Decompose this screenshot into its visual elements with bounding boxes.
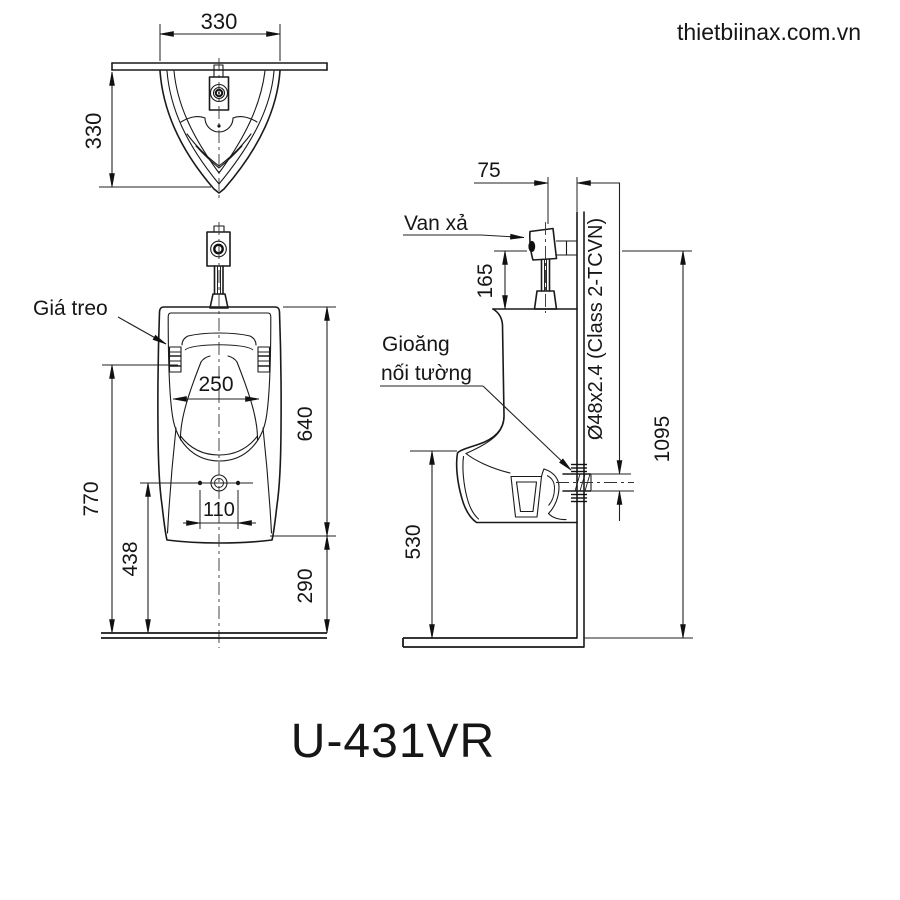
dim-inner-width: 250 xyxy=(198,373,233,396)
hanger-label: Giá treo xyxy=(33,297,108,320)
dim-body-height: 640 xyxy=(294,406,317,441)
dim-top-depth: 330 xyxy=(81,113,106,150)
side-view: 75 Van xả 165 Ø48x2.4 (Class 2-TCVN) Gio… xyxy=(380,159,693,648)
front-view: Giá treo 250 110 640 290 770 438 xyxy=(33,222,336,648)
gasket-label-line1: Gioăng xyxy=(382,333,450,356)
watermark-text: thietbiinax.com.vn xyxy=(677,19,861,45)
wall-section-top xyxy=(111,62,328,71)
dim-valve-inlet-height: 165 xyxy=(474,263,497,298)
flush-valve-side xyxy=(528,222,578,313)
dim-bowl-bottom-height: 530 xyxy=(402,524,425,559)
dim-mount-height: 770 xyxy=(80,481,103,516)
product-code-title: U-431VR xyxy=(291,715,495,768)
dim-total-install-height: 1095 xyxy=(651,416,674,463)
dim-valve-wall-offset: 75 xyxy=(477,159,500,182)
flush-valve-label: Van xả xyxy=(404,212,468,235)
hanger-brackets xyxy=(168,346,271,373)
gasket-label-line2: nối tường xyxy=(381,362,472,385)
dim-drain-bolt-spacing: 110 xyxy=(203,499,235,521)
flush-valve-front xyxy=(206,225,231,309)
urinal-body-side xyxy=(455,308,578,524)
dim-bottom-clearance: 290 xyxy=(294,568,317,603)
pipe-spec-label: Ø48x2.4 (Class 2-TCVN) xyxy=(585,218,607,440)
wall-section-side xyxy=(402,211,693,648)
outlet-pipe-gasket xyxy=(556,463,634,503)
top-view: 330 xyxy=(81,9,328,200)
dim-drain-height: 438 xyxy=(119,541,142,576)
dim-top-width: 330 xyxy=(201,9,238,34)
